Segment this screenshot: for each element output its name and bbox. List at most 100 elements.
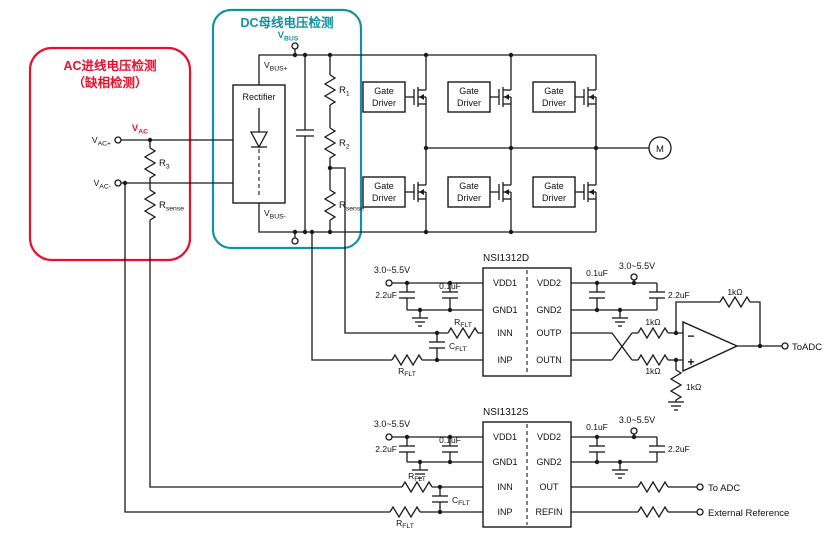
opamp-noninverting-input: + (687, 355, 694, 369)
vac-plus-terminal (114, 136, 122, 144)
capacitor-cflt (428, 341, 446, 349)
resistor-rsense-dc (324, 189, 336, 221)
mosfet-icon (404, 86, 427, 108)
gate-driver-3-label2: Driver (542, 98, 566, 108)
label-external-reference: External Reference (708, 508, 789, 519)
ic-nsi1312d: NSI1312D VDD1 GND1 INN INP VDD2 GND2 OUT… (482, 253, 572, 377)
resistor-rflt (401, 481, 433, 493)
mosfet-icon (489, 181, 512, 203)
label-rflt: RFLT (396, 518, 414, 530)
gate-driver-2-label2: Driver (457, 98, 481, 108)
resistor-rflt (391, 354, 423, 366)
ac-region-title-line1: AC进线电压检测 (63, 58, 156, 73)
label-r1: R1 (339, 85, 350, 98)
external-reference-terminal (696, 508, 704, 516)
ic-d-left-supply: 3.0~5.5V 2.2uF 0.1uF (374, 265, 461, 327)
ic-s-pin-vdd2: VDD2 (537, 432, 561, 442)
resistor-rflt (389, 506, 421, 518)
label-cflt: CFLT (449, 341, 467, 353)
vbus-minus-terminal (291, 237, 299, 245)
ic-d-name: NSI1312D (483, 253, 529, 264)
gate-driver-3-label1: Gate (544, 86, 564, 96)
gate-driver-1-label2: Driver (372, 98, 396, 108)
label-0u1: 0.1uF (439, 435, 461, 445)
ic-nsi1312s: NSI1312S VDD1 GND1 INN INP VDD2 GND2 OUT… (482, 407, 572, 528)
label-0u1: 0.1uF (586, 422, 608, 432)
ic-d-pin-outn: OUTN (536, 355, 562, 365)
ground-icon (667, 401, 685, 411)
ic-d-pin-inp: INP (497, 355, 512, 365)
dc-bus-nodes: VBUS VBUS+ VBUS- (264, 30, 299, 245)
series-resistor (637, 506, 669, 518)
label-1k: 1kΩ (645, 366, 660, 376)
label-1k: 1kΩ (686, 382, 701, 392)
capacitor-0u1 (441, 445, 459, 453)
gate-driver-5 (447, 176, 491, 208)
capacitor-2u2 (398, 445, 416, 453)
gate-driver-2-label1: Gate (459, 86, 479, 96)
dc-link-capacitor (296, 129, 314, 137)
ac-region-outline (28, 46, 192, 262)
supply-terminal (630, 427, 638, 435)
capacitor-0u1 (588, 445, 606, 453)
ground-icon (611, 469, 629, 479)
ic-s-pin-out: OUT (540, 482, 560, 492)
rectifier-label: Rectifier (242, 92, 275, 102)
opamp-inverting-input: − (687, 329, 694, 343)
label-r2: R2 (339, 138, 350, 151)
supply-terminal (385, 279, 393, 287)
mosfet-icon (489, 86, 512, 108)
label-to-adc: To ADC (708, 483, 740, 494)
label-2u2: 2.2uF (668, 290, 690, 300)
label-vac: VAC (132, 123, 148, 136)
gate-driver-4-label1: Gate (374, 181, 394, 191)
ic-s-right-supply: 0.1uF 3.0~5.5V 2.2uF (586, 415, 690, 479)
dc-region-title: DC母线电压检测 (240, 15, 333, 30)
label-0u1: 0.1uF (586, 268, 608, 278)
label-0u1: 0.1uF (439, 281, 461, 291)
ground-icon (611, 317, 629, 327)
ic-s-pin-gnd1: GND1 (492, 457, 517, 467)
gate-driver-2 (447, 81, 491, 113)
ic-d-input-filter: RFLT RFLT CFLT (391, 317, 479, 378)
label-vbus-plus: VBUS+ (264, 60, 288, 73)
supply-terminal (385, 433, 393, 441)
gate-driver-1-label1: Gate (374, 86, 394, 96)
resistor-rsense-ac (144, 189, 156, 221)
resistor-r3 (144, 147, 156, 179)
ic-s-input-filter: RFLT RFLT CFLT (389, 471, 470, 530)
opamp-stage: 1kΩ 1kΩ 1kΩ 1kΩ − + ToADC (637, 287, 822, 411)
label-vac-minus: VAC- (94, 178, 111, 191)
vac-minus-terminal (114, 179, 122, 187)
series-resistor (637, 481, 669, 493)
gate-driver-5-label2: Driver (457, 193, 481, 203)
resistor-r2 (324, 127, 336, 159)
gate-driver-6 (532, 176, 576, 208)
ground-icon (411, 317, 429, 327)
capacitor-0u1 (588, 291, 606, 299)
ic-d-pin-vdd2: VDD2 (537, 278, 561, 288)
label-rflt: RFLT (454, 317, 472, 329)
gate-driver-5-label1: Gate (459, 181, 479, 191)
gate-driver-1 (362, 81, 406, 113)
ic-d-pin-outp: OUTP (536, 328, 561, 338)
label-vac-plus: VAC+ (92, 135, 111, 148)
to-adc-terminal (781, 342, 789, 350)
label-2u2: 2.2uF (668, 444, 690, 454)
mosfet-icon (404, 181, 427, 203)
ic-d-pin-inn: INN (497, 328, 513, 338)
gate-driver-4 (362, 176, 406, 208)
ac-input: VAC+ VAC- VAC R3 Rsense (92, 123, 184, 221)
label-2u2: 2.2uF (375, 444, 397, 454)
resistor-1k (637, 354, 669, 366)
opamp-icon (682, 320, 739, 373)
rectifier-block: Rectifier (232, 84, 286, 204)
inverter: Gate Driver Gate Driver Gate Driver Gate… (362, 81, 672, 208)
supply-terminal (630, 273, 638, 281)
resistor-1k-to-ground (670, 369, 682, 401)
label-1k: 1kΩ (645, 317, 660, 327)
mosfet-icon (574, 181, 597, 203)
capacitor-2u2 (648, 291, 666, 299)
to-adc-terminal-s (696, 483, 704, 491)
